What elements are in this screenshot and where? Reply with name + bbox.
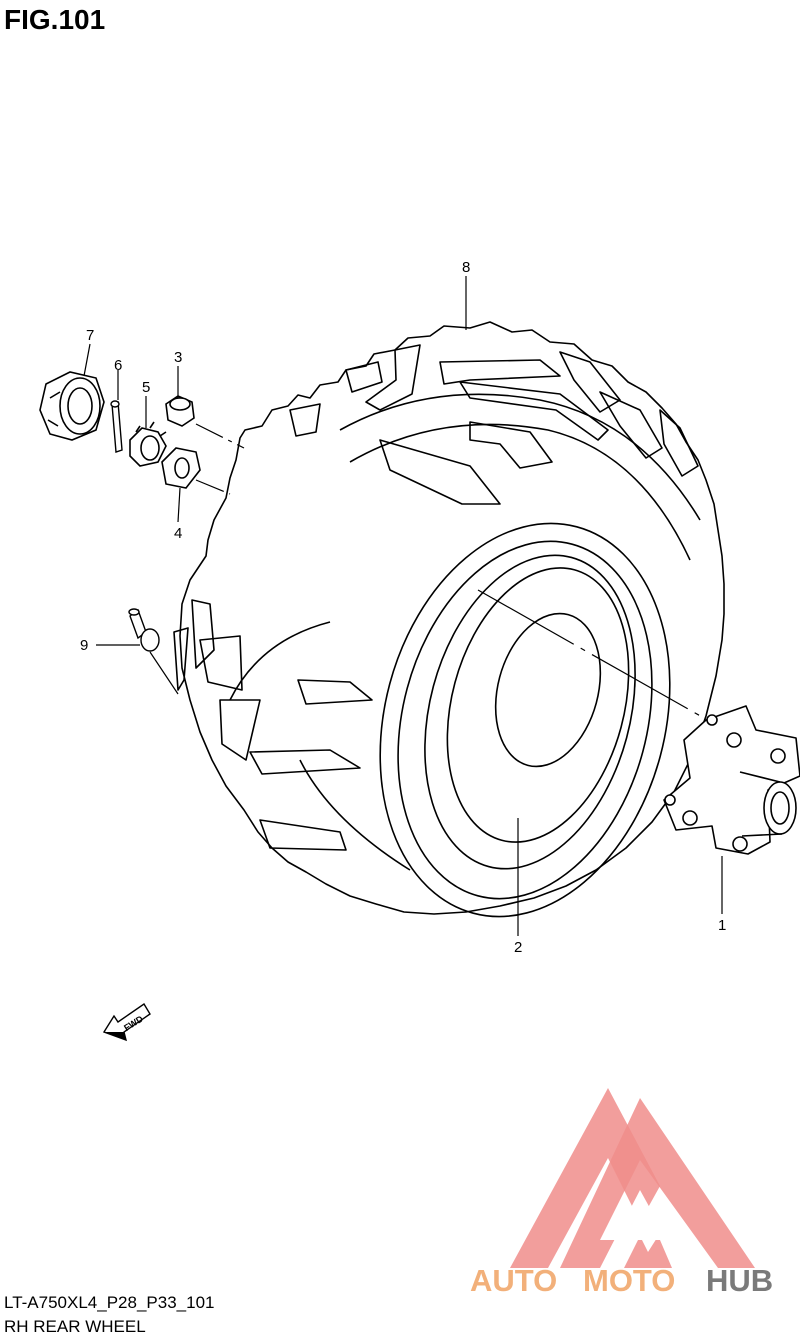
figure-title: FIG.101 xyxy=(4,4,106,35)
watermark-moto: MOTO xyxy=(583,1263,675,1298)
tire xyxy=(173,321,725,918)
cotter-pin xyxy=(110,400,123,453)
lug-nut xyxy=(165,395,195,427)
tire-valve xyxy=(128,608,160,652)
callout-7: 7 xyxy=(86,327,94,344)
watermark-hub: HUB xyxy=(706,1263,773,1298)
callout-5: 5 xyxy=(142,379,150,396)
fwd-arrow: FWD xyxy=(102,1002,151,1042)
callout-2: 2 xyxy=(514,939,522,956)
watermark-wordmark: AUTO MOTO HUB xyxy=(470,1263,773,1298)
callout-3: 3 xyxy=(174,349,182,366)
diagram-code: LT-A750XL4_P28_P33_101 xyxy=(4,1293,215,1312)
callout-9: 9 xyxy=(80,637,88,654)
wheel-hub xyxy=(663,705,800,855)
watermark-logo xyxy=(510,1088,755,1268)
castle-nut xyxy=(129,421,167,467)
callout-4: 4 xyxy=(174,525,182,542)
callout-1: 1 xyxy=(718,917,726,934)
hub-cap xyxy=(39,371,105,441)
leader-lines xyxy=(83,276,723,936)
diagram-subtitle: RH REAR WHEEL xyxy=(4,1317,146,1336)
callout-8: 8 xyxy=(462,259,470,276)
lock-washer xyxy=(161,447,201,489)
watermark-auto: AUTO xyxy=(470,1263,557,1298)
callouts: 8 7 6 5 3 4 9 2 1 xyxy=(80,259,726,956)
callout-6: 6 xyxy=(114,357,122,374)
